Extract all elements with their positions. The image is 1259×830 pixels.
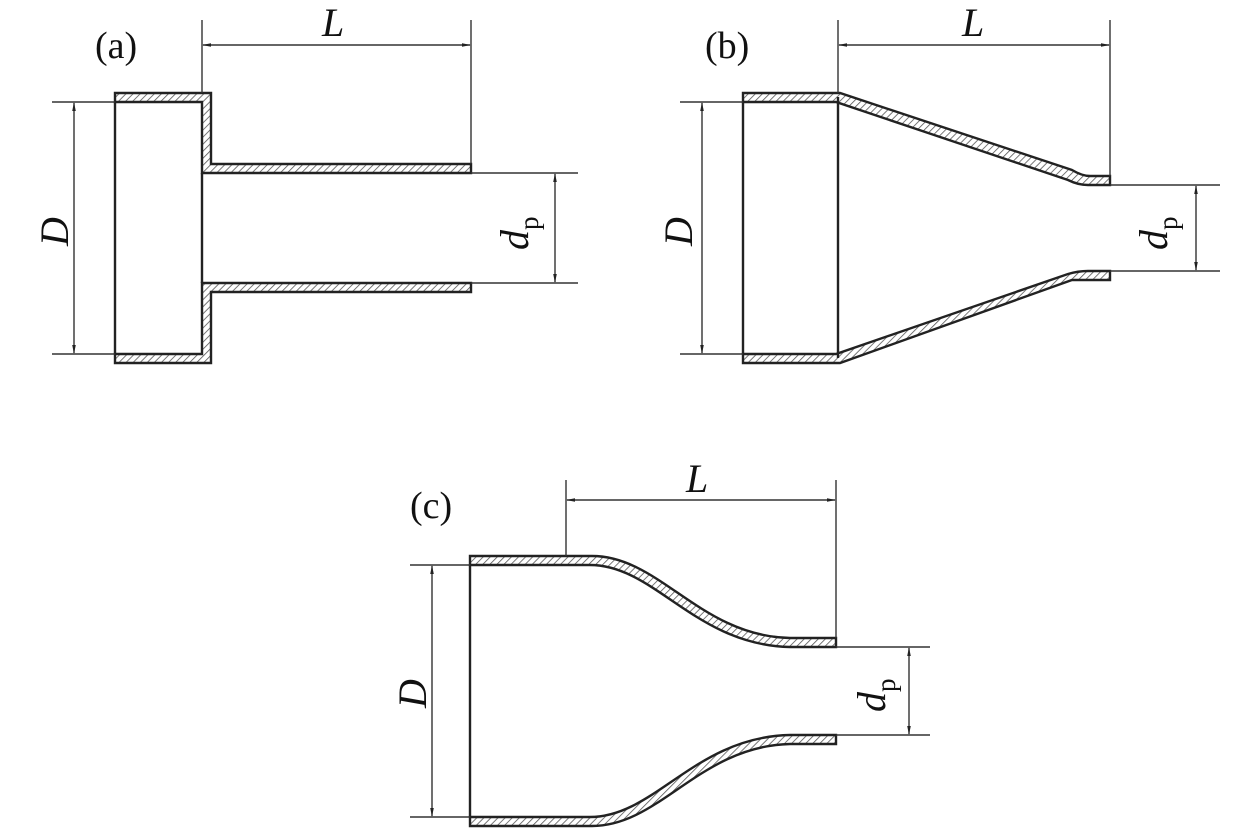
- panel-c-outer-diameter-dimension: D: [390, 564, 470, 818]
- panel-b-pipe-diameter-label: dp: [1131, 217, 1183, 251]
- panel-c-pipe-diameter-label: dp: [849, 679, 901, 713]
- panel-a-pipe-diameter-label: dp: [492, 217, 544, 251]
- panel-a-length-dimension: L: [201, 0, 472, 164]
- panel-a-outer-diameter-label: D: [32, 217, 77, 247]
- panel-a-pipe-diameter-dimension: dp: [471, 172, 578, 284]
- panel-c-length-label: L: [685, 456, 708, 501]
- panel-b-outer-diameter-label: D: [656, 217, 701, 247]
- panel-c-label: (c): [410, 485, 452, 527]
- panel-c: (c) L D dp: [390, 456, 930, 828]
- panel-b-length-label: L: [961, 0, 984, 45]
- panel-b: (b) L D dp: [656, 0, 1220, 365]
- panel-c-length-dimension: L: [565, 456, 837, 638]
- panel-b-label: (b): [705, 25, 749, 67]
- panel-b-upper-wall: [741, 91, 1112, 187]
- panel-a-lower-wall: [113, 281, 473, 365]
- panel-a-label: (a): [95, 25, 137, 67]
- panel-c-outer-diameter-label: D: [390, 679, 435, 709]
- panel-c-lower-wall: [468, 733, 838, 828]
- panel-c-upper-wall: [468, 554, 838, 649]
- panel-a-outer-diameter-dimension: D: [32, 101, 115, 355]
- panel-b-length-dimension: L: [837, 0, 1111, 176]
- panel-a-upper-wall: [113, 91, 473, 175]
- panel-a-length-label: L: [321, 0, 344, 45]
- panel-c-pipe-diameter-dimension: dp: [836, 646, 930, 736]
- panel-b-outer-diameter-dimension: D: [656, 101, 743, 355]
- panel-b-lower-wall: [741, 269, 1112, 365]
- panel-a: (a) L D dp: [32, 0, 578, 365]
- panel-b-pipe-diameter-dimension: dp: [1110, 184, 1220, 272]
